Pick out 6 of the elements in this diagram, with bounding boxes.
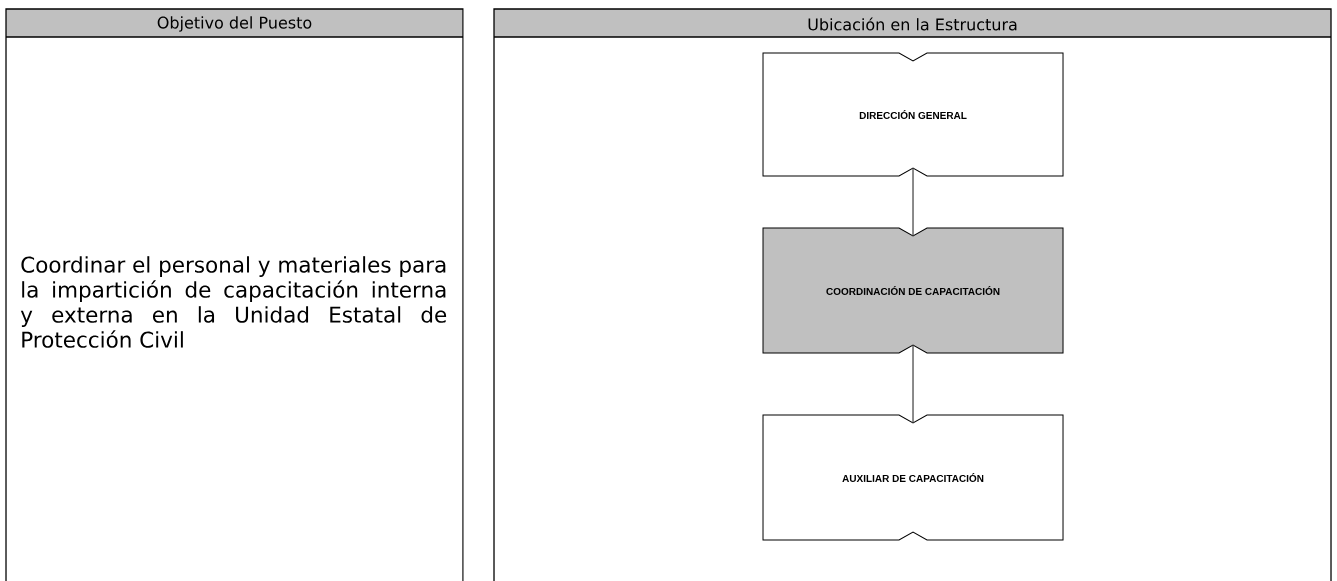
node-label: Coordinar el personal y materiales para la impartición de capacitación interna y externa en la Unidad Estatal de Protección Civil bbox=[20, 256, 447, 348]
connector-line bbox=[912, 167, 914, 237]
table-panel: Objetivo del Puesto Coordinar el personal y materiales para la impartición de capacitación interna y externa en la Unidad Estatal de Protección Civil bbox=[5, 8, 464, 581]
org-box: DIRECCIÓN GENERAL bbox=[762, 52, 1064, 177]
org-box: COORDINACIÓN DE CAPACITACIÓN bbox=[762, 227, 1064, 354]
org-box: AUXILIAR DE CAPACITACIÓN bbox=[762, 414, 1064, 541]
